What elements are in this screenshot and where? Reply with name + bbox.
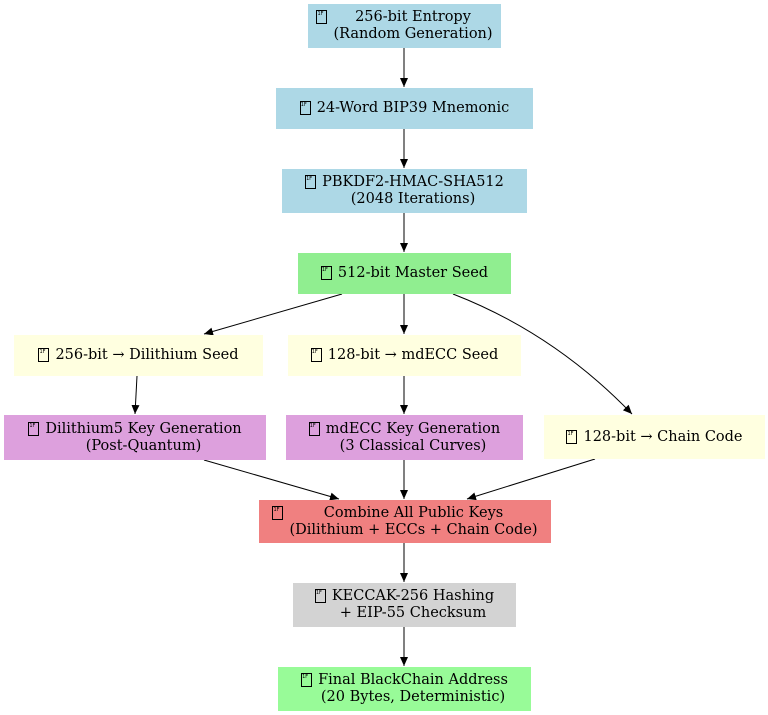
node-master-seed: 1F 511 512-bit Master Seed: [298, 253, 511, 294]
link-icon: 1F 517: [566, 429, 578, 444]
node-final-address-title: Final BlackChain Address: [318, 672, 508, 688]
node-master-seed-title: 512-bit Master Seed: [337, 265, 489, 281]
edge-master-to-chain-code: [452, 293, 633, 415]
node-mdecc-keygen-subtitle: (3 Classical Curves): [339, 437, 487, 454]
node-mnemonic-title: 24-Word BIP39 Mnemonic: [316, 100, 510, 116]
node-combine-subtitle: (Dilithium + ECCs + Chain Code): [289, 521, 538, 538]
memo-icon: 1F 4DD: [299, 101, 311, 115]
label-icon: 1F 3F7: [301, 673, 313, 687]
edge-dilithium-keygen-to-combine: [203, 459, 340, 501]
node-entropy-subtitle: (Random Generation): [333, 26, 493, 42]
node-entropy-title: 256-bit Entropy: [355, 9, 471, 25]
node-entropy: 1F 3B2 256-bit Entropy (Random Generatio…: [308, 4, 501, 48]
edge-master-to-dilithium-seed: [203, 293, 343, 336]
node-mdecc-keygen-title: mdECC Key Generation: [325, 420, 501, 437]
node-combine-title: Combine All Public Keys: [323, 504, 504, 521]
shield-icon: 1F 6E1: [28, 421, 40, 436]
node-keccak: 1F 501 KECCAK-256 Hashing + EIP-55 Check…: [293, 583, 516, 627]
node-keccak-title: KECCAK-256 Hashing: [331, 588, 495, 604]
node-final-address-subtitle: (20 Bytes, Deterministic): [320, 689, 506, 705]
repeat-icon: 1F 501: [314, 589, 326, 603]
node-dilithium-seed: 1F 535 256-bit → Dilithium Seed: [14, 335, 263, 376]
edge-dilithium-seed-to-keygen: [131, 375, 140, 415]
node-dilithium-keygen-subtitle: (Post-Quantum): [85, 437, 202, 454]
node-keccak-subtitle: + EIP-55 Checksum: [339, 605, 487, 621]
orange-circle-icon: 1F 7E0: [310, 348, 322, 362]
package-icon: 1F 4E6: [272, 505, 284, 520]
node-chain-code-title: 128-bit → Chain Code: [583, 428, 743, 445]
blue-circle-icon: 1F 535: [38, 348, 50, 362]
node-dilithium-keygen: 1F 6E1 Dilithium5 Key Generation (Post-Q…: [4, 415, 266, 460]
edge-chain-code-to-combine: [466, 458, 596, 501]
node-pbkdf2: 1F 504 PBKDF2-HMAC-SHA512 (2048 Iteratio…: [282, 169, 527, 213]
node-mdecc-keygen: 1F 510 mdECC Key Generation (3 Classical…: [286, 415, 523, 460]
node-chain-code: 1F 517 128-bit → Chain Code: [544, 415, 765, 459]
dice-icon: 1F 3B2: [316, 10, 328, 24]
key-icon: 1F 511: [320, 266, 332, 280]
node-final-address: 1F 3F7 Final BlackChain Address (20 Byte…: [278, 667, 531, 711]
node-mdecc-seed: 1F 7E0 128-bit → mdECC Seed: [288, 335, 521, 376]
node-pbkdf2-subtitle: (2048 Iterations): [350, 191, 476, 207]
cycle-arrows-icon: 1F 504: [305, 175, 317, 189]
node-mnemonic: 1F 4DD 24-Word BIP39 Mnemonic: [276, 88, 533, 129]
lock-icon: 1F 510: [308, 421, 320, 436]
node-dilithium-seed-title: 256-bit → Dilithium Seed: [55, 347, 239, 363]
node-dilithium-keygen-title: Dilithium5 Key Generation: [45, 420, 242, 437]
node-mdecc-seed-title: 128-bit → mdECC Seed: [327, 347, 499, 363]
node-pbkdf2-title: PBKDF2-HMAC-SHA512: [322, 174, 504, 190]
node-combine: 1F 4E6 Combine All Public Keys (Dilithiu…: [259, 500, 551, 543]
